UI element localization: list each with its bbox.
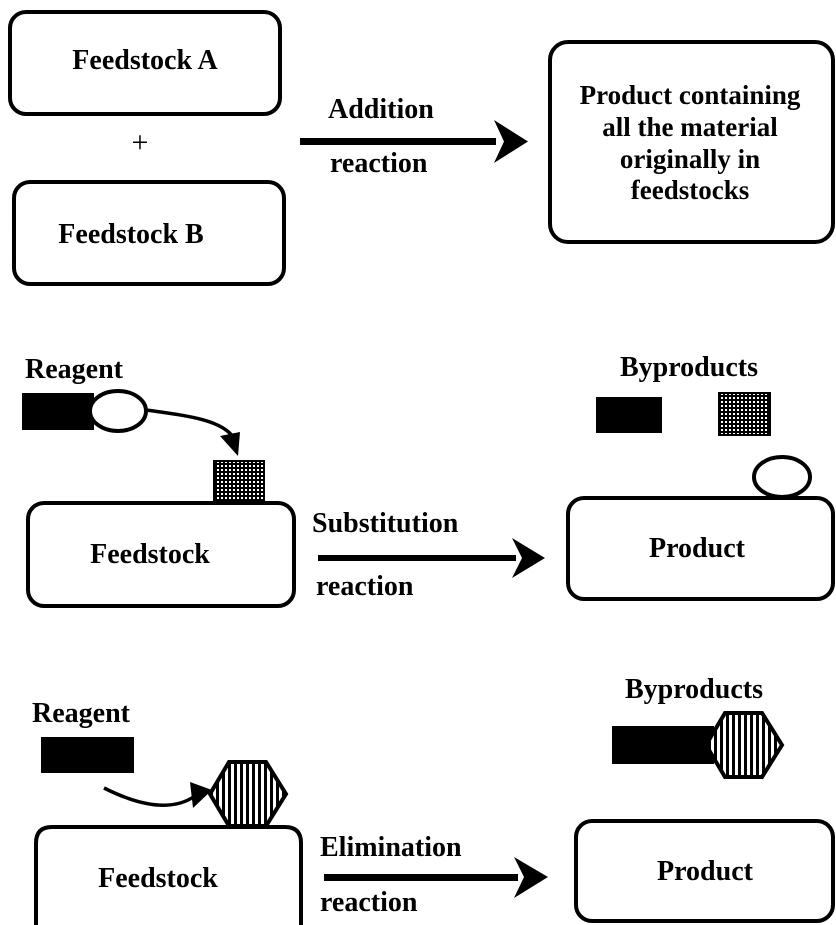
elimination-curve-arrowhead bbox=[190, 782, 212, 808]
leaving-hexagon-striped bbox=[207, 760, 289, 828]
elimination-product-box bbox=[574, 819, 835, 923]
addition-product-line-4: feedstocks bbox=[631, 175, 749, 205]
addition-arrow-label-2: reaction bbox=[330, 148, 428, 179]
elimination-product-label: Product bbox=[657, 856, 754, 887]
substitution-product-box bbox=[566, 496, 835, 601]
substitution-arrow-label: Substitution bbox=[312, 508, 459, 539]
byproduct-solid-block bbox=[596, 397, 662, 433]
substitution-reagent-label: Reagent bbox=[25, 354, 124, 385]
plus-sign: + bbox=[132, 126, 149, 159]
addition-product-line-2: all the material bbox=[602, 112, 778, 142]
addition-product-box bbox=[548, 40, 835, 244]
feedstock-a-box bbox=[8, 10, 282, 116]
substitution-feedstock-label: Feedstock bbox=[90, 539, 210, 570]
byproduct-solid-block-2 bbox=[612, 726, 714, 764]
substitution-feedstock-box bbox=[26, 501, 296, 608]
elimination-byproducts-label: Byproducts bbox=[625, 674, 763, 705]
elimination-curve-arrow bbox=[103, 786, 196, 807]
elimination-arrow-label: Elimination bbox=[320, 832, 462, 863]
substitution-section: Reagent Feedstock Substitution reaction … bbox=[22, 352, 835, 608]
byproduct-dotted-block bbox=[718, 392, 771, 436]
addition-arrow-label: Addition bbox=[328, 94, 434, 125]
addition-section: Feedstock A + Feedstock B Addition react… bbox=[8, 10, 835, 286]
addition-product-line-1: Product containing bbox=[580, 80, 801, 110]
substitution-arrow-label-2: reaction bbox=[316, 571, 414, 602]
feedstock-a-label: Feedstock A bbox=[72, 45, 218, 76]
reagent-oval-group bbox=[88, 389, 148, 433]
elimination-feedstock-label: Feedstock bbox=[98, 863, 218, 894]
byproduct-hexagon-striped bbox=[703, 711, 785, 779]
substitution-byproducts-label: Byproducts bbox=[620, 352, 758, 383]
elimination-section: Reagent Feedstock Elimination reaction B… bbox=[32, 674, 835, 925]
reagent-solid-block bbox=[22, 393, 94, 430]
substitution-arrow bbox=[318, 538, 545, 578]
feedstock-b-label: Feedstock B bbox=[58, 219, 203, 250]
elimination-arrow bbox=[324, 857, 548, 898]
addition-product-line-3: originally in bbox=[620, 144, 760, 174]
reagent-transfer-arrowhead bbox=[220, 432, 240, 456]
elimination-reagent-block bbox=[41, 737, 134, 773]
product-oval-group bbox=[752, 455, 812, 499]
addition-arrow bbox=[300, 120, 528, 163]
elimination-feedstock-box bbox=[34, 825, 303, 925]
feedstock-b-box bbox=[12, 180, 286, 286]
leaving-group-dotted-block bbox=[213, 460, 265, 504]
reagent-transfer-arrow bbox=[145, 408, 236, 440]
elimination-arrow-label-2: reaction bbox=[320, 887, 418, 918]
substitution-product-label: Product bbox=[649, 533, 746, 564]
elimination-reagent-label: Reagent bbox=[32, 698, 131, 729]
